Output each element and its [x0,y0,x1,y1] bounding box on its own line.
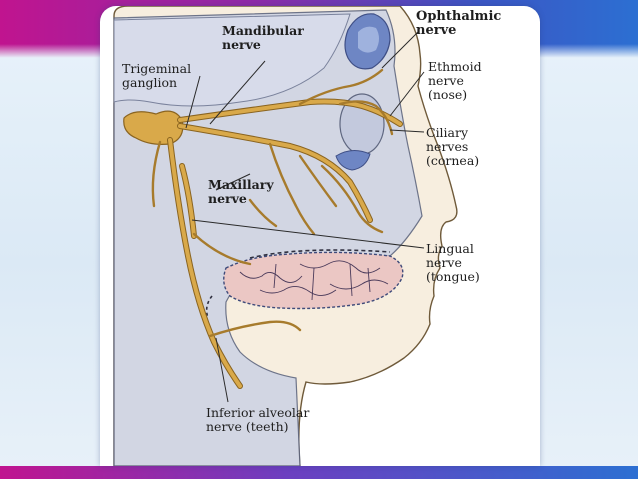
label-trigeminal-line2: ganglion [122,75,178,90]
bottom-decorative-band [0,466,638,479]
label-ophthalmic-nerve: Ophthalmic nerve [416,10,501,38]
label-ciliary-line1: Ciliary [426,125,469,140]
label-inferior-alveolar-nerve: Inferior alveolar nerve (teeth) [206,406,309,434]
tongue-vessels [239,260,389,301]
nasal-concha [335,150,371,171]
label-ethmoid-line3: (nose) [428,87,468,102]
label-trigeminal-line1: Trigeminal [122,61,192,76]
label-mandibular-line1: Mandibular [222,23,304,38]
label-ethmoid-nerve: Ethmoid nerve (nose) [428,60,482,102]
label-mandibular-line2: nerve [222,37,261,52]
cranium [113,13,351,107]
label-inferior-alveolar-line2: nerve (teeth) [206,419,289,434]
trigeminal-nerve-illustration [113,6,458,466]
leader-lines [185,31,425,403]
label-ethmoid-line1: Ethmoid [428,59,482,74]
label-lingual-line2: nerve [426,255,462,270]
label-maxillary-line1: Maxillary [208,177,274,192]
label-lingual-line3: (tongue) [426,269,480,284]
label-trigeminal-ganglion: Trigeminal ganglion [122,62,191,90]
label-inferior-alveolar-line1: Inferior alveolar [206,405,310,420]
label-ciliary-line3: (cornea) [426,153,480,168]
label-ethmoid-line2: nerve [428,73,464,88]
trigeminal-nerve-tree [123,68,403,389]
label-maxillary-nerve: Maxillary nerve [208,178,274,206]
label-maxillary-line2: nerve [208,191,247,206]
sinus-highlight [358,26,379,53]
label-lingual-nerve: Lingual nerve (tongue) [426,242,480,284]
label-ophthalmic-line2: nerve [416,23,457,38]
lower-teeth [205,295,213,319]
label-mandibular-nerve: Mandibular nerve [222,24,304,52]
trigeminal-ganglion-shape [123,110,184,145]
upper-teeth [249,249,391,259]
illustration-frame: Mandibular nerve Ophthalmic nerve Trigem… [100,6,540,466]
label-ciliary-nerves: Ciliary nerves (cornea) [426,126,479,168]
label-ciliary-line2: nerves [426,139,469,154]
label-lingual-line1: Lingual [426,241,474,256]
label-ophthalmic-line1: Ophthalmic [416,9,502,24]
